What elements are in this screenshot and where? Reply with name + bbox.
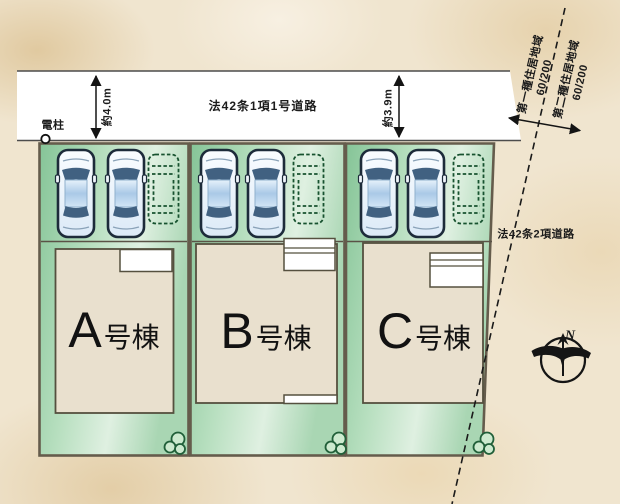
building-b <box>195 237 338 405</box>
utility-pole-label: 電柱 <box>41 119 65 132</box>
road-width-right-label: 約3.9m <box>382 88 395 128</box>
road-width-left-label: 約4.0m <box>101 87 114 127</box>
side-road-label: 法42条2項道路 <box>497 228 575 241</box>
building-a <box>54 248 175 414</box>
compass-n-label: N <box>564 328 576 344</box>
car-icon <box>404 148 448 239</box>
lot-a-letter: A <box>68 302 102 358</box>
building-b-porch <box>283 237 336 272</box>
boundary-dashed-line <box>451 7 566 504</box>
lot-b-letter: B <box>220 303 254 359</box>
building-c <box>362 242 484 404</box>
lot-c-letter: C <box>376 303 414 359</box>
utility-pole-icon <box>40 133 51 145</box>
building-c-porch <box>429 252 484 288</box>
building-b-step <box>283 394 338 405</box>
car-icon <box>54 148 98 239</box>
lot-c-suffix: 号棟 <box>415 323 472 354</box>
building-a-porch <box>119 248 173 273</box>
car-icon <box>104 148 148 239</box>
car-icon <box>244 148 288 239</box>
car-icon <box>357 148 401 239</box>
car-icon <box>197 148 241 239</box>
lot-a-suffix: 号棟 <box>103 322 160 353</box>
compass-icon <box>531 333 591 384</box>
zoning-boundary-arrow <box>507 114 582 135</box>
lot-b-suffix: 号棟 <box>255 323 312 354</box>
road-name-label: 法42条1項1号道路 <box>208 98 318 113</box>
